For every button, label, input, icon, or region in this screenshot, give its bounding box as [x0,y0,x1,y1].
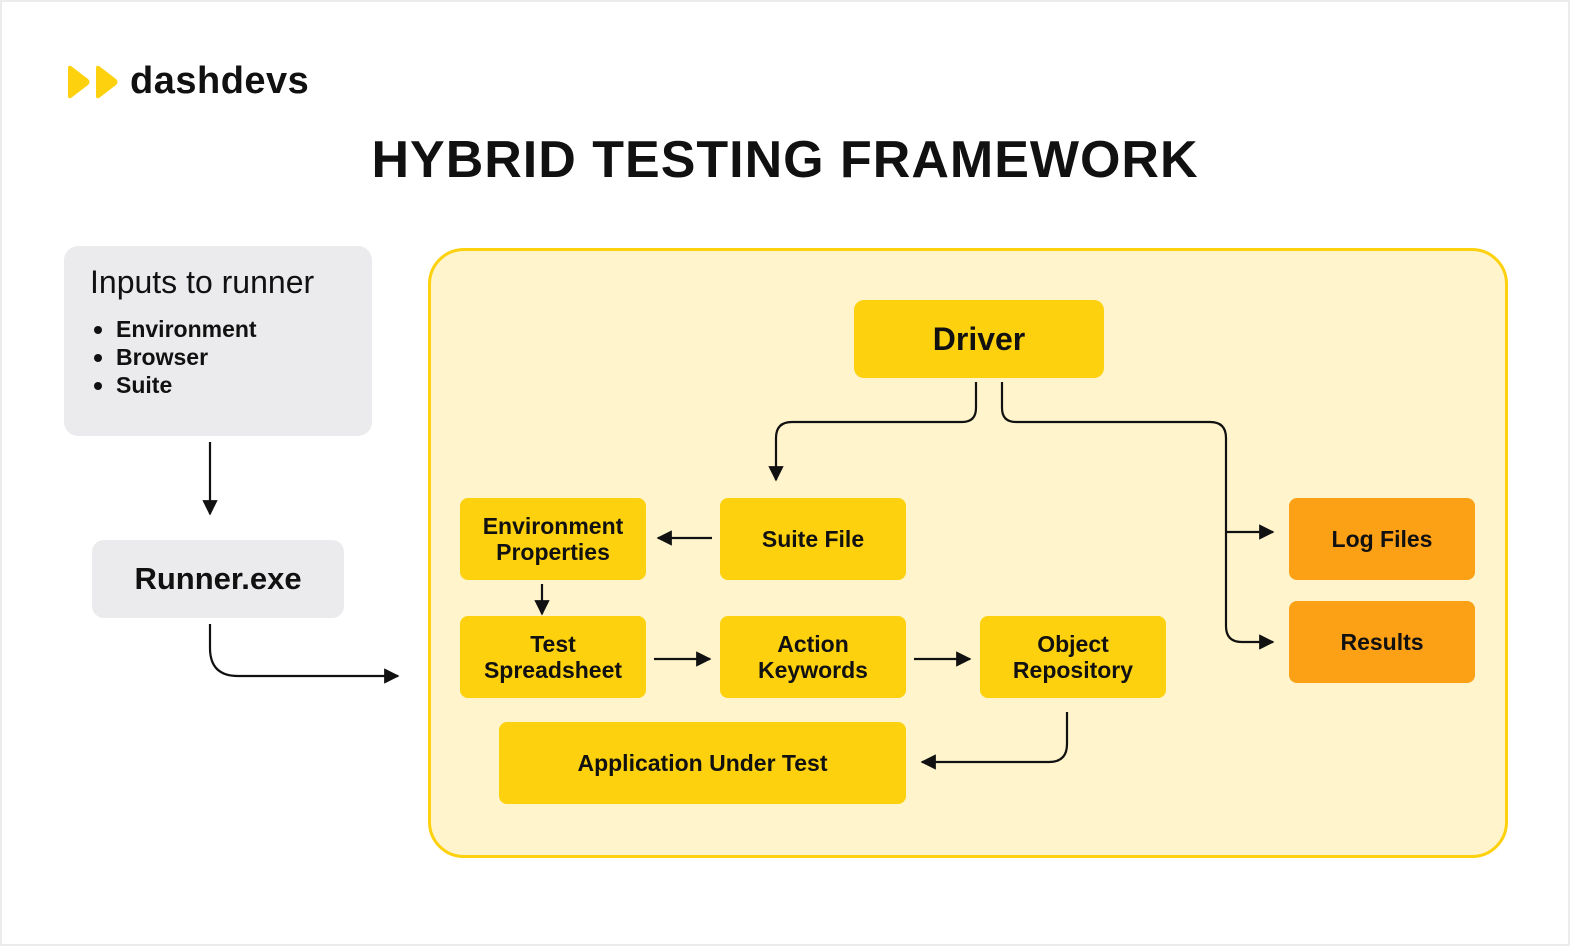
results-node: Results [1289,601,1475,683]
inputs-to-runner-box: Inputs to runner Environment Browser Sui… [64,246,372,436]
arrow-driver-to-outputs [1000,382,1275,650]
double-play-icon [68,65,118,98]
input-item-label: Suite [116,372,173,398]
list-item: Browser [90,343,346,371]
environment-properties-node: Environment Properties [460,498,646,580]
inputs-title: Inputs to runner [90,264,315,300]
brand-name: dashdevs [130,60,310,102]
log-files-node: Log Files [1289,498,1475,580]
driver-node: Driver [854,300,1104,378]
page-title: HYBRID TESTING FRAMEWORK [371,131,1199,189]
inputs-list: Environment Browser Suite [90,315,346,399]
application-under-test-node: Application Under Test [499,722,906,804]
input-item-label: Browser [116,344,209,370]
bullet-icon [94,354,102,362]
brand-logo: dashdevs [66,60,309,103]
bullet-icon [94,382,102,390]
arrow-driver-to-suite [768,382,978,482]
list-item: Suite [90,371,346,399]
arrow-repository-to-application [920,712,1069,770]
test-spreadsheet-node: Test Spreadsheet [460,616,646,698]
object-repository-node: Object Repository [980,616,1166,698]
list-item: Environment [90,315,346,343]
suite-file-node: Suite File [720,498,906,580]
bullet-icon [94,326,102,334]
runner-exe-box: Runner.exe [92,540,344,618]
arrow-runner-to-framework [208,624,400,684]
input-item-label: Environment [116,316,257,342]
action-keywords-node: Action Keywords [720,616,906,698]
